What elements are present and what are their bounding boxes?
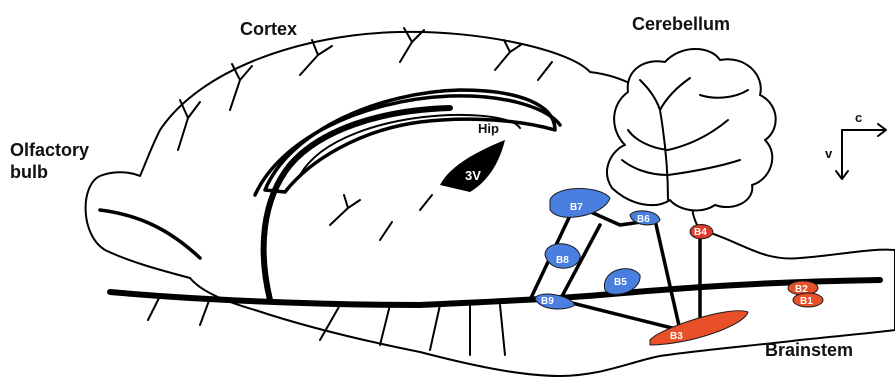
- ventral-arrow: [836, 130, 848, 179]
- cerebellum-label: Cerebellum: [632, 14, 730, 34]
- nucleus-B6-label: B6: [637, 214, 650, 225]
- nucleus-B5-label: B5: [614, 277, 627, 288]
- caudal-arrow: [842, 124, 886, 136]
- nucleus-B9-label: B9: [541, 296, 554, 307]
- brain-outline: [86, 32, 895, 376]
- ventral-label: v: [825, 146, 833, 161]
- orientation-axes: c v: [825, 110, 886, 179]
- olfactory-bulb-label-line2: bulb: [10, 162, 48, 182]
- hippocampus-label: Hip: [478, 121, 499, 136]
- nucleus-B1-label: B1: [800, 296, 813, 307]
- cerebellum-outline: [607, 49, 776, 210]
- third-ventricle-label: 3V: [465, 168, 481, 183]
- olfactory-bulb-label-line1: Olfactory: [10, 140, 89, 160]
- nucleus-B3-label: B3: [670, 331, 683, 342]
- caudal-label: c: [855, 110, 862, 125]
- nucleus-B7-label: B7: [570, 202, 583, 213]
- nucleus-B4-label: B4: [694, 227, 707, 238]
- brainstem-label: Brainstem: [765, 340, 853, 360]
- nucleus-B8-label: B8: [556, 255, 569, 266]
- cortex-label: Cortex: [240, 19, 297, 39]
